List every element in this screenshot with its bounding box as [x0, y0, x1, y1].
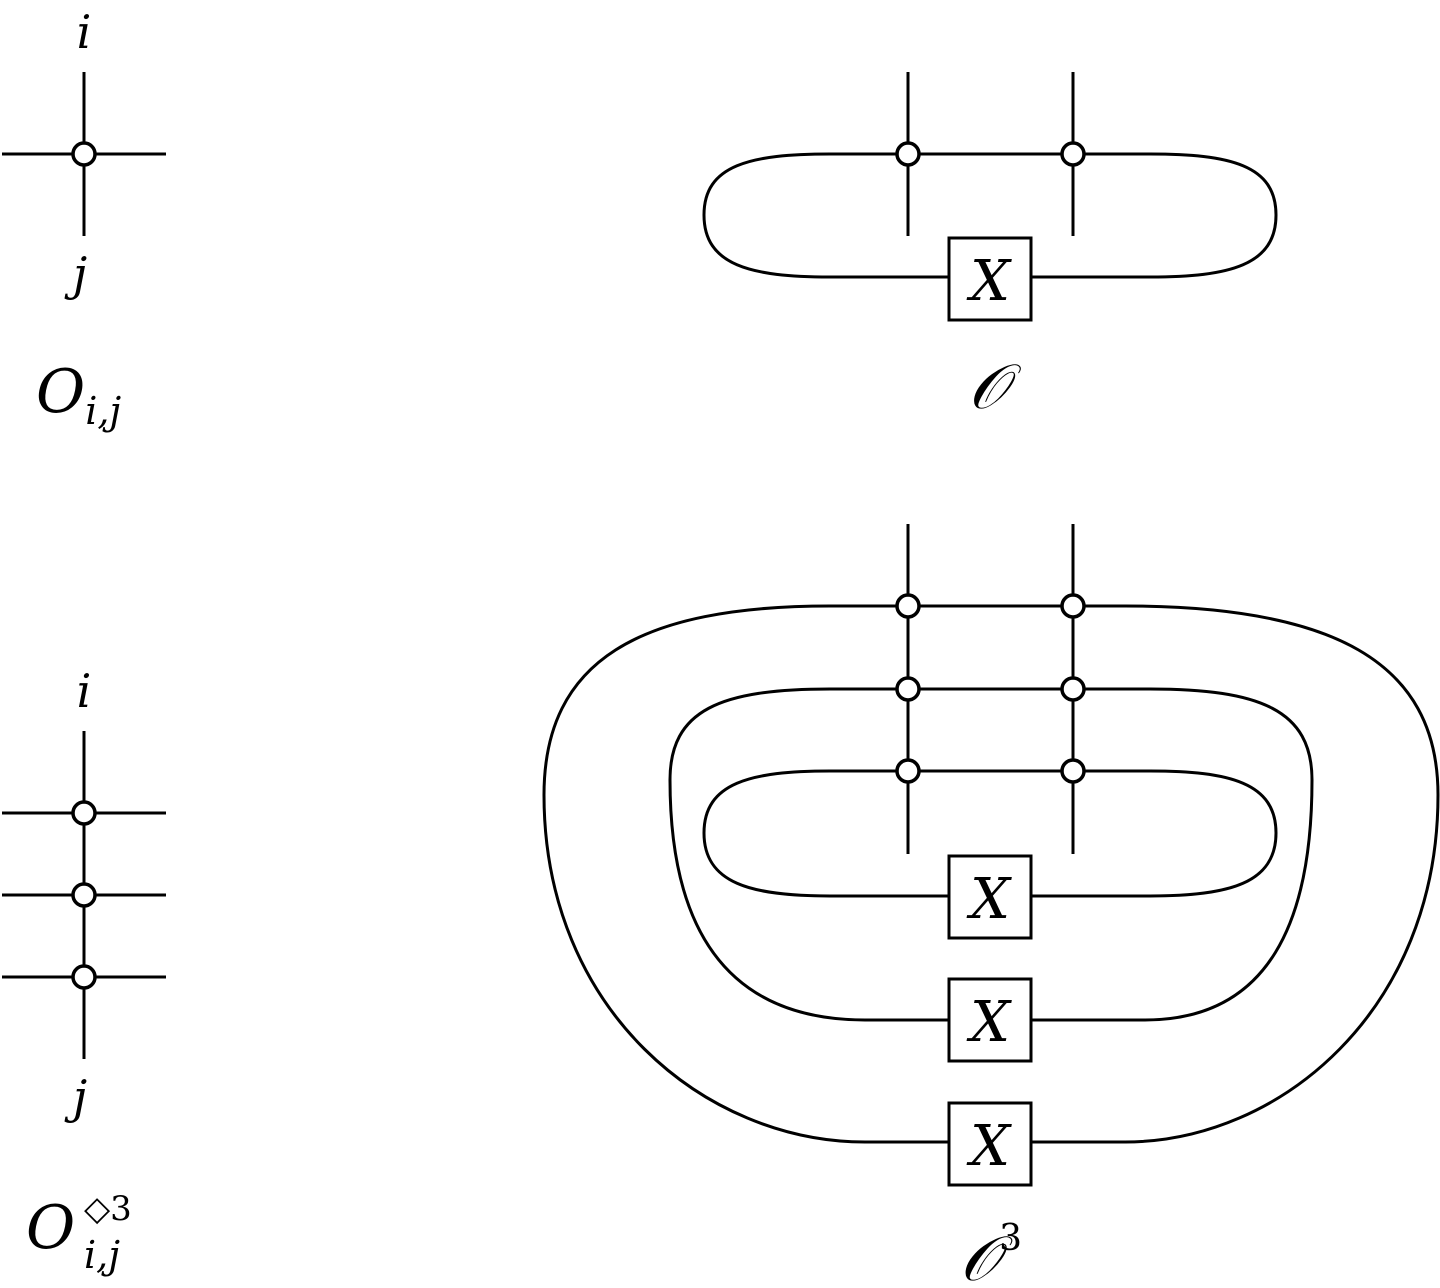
single-trace-node-left [895, 141, 921, 167]
stacked-trace-node-right-3 [1060, 758, 1086, 784]
single-tensor-node [71, 141, 97, 167]
single-trace-caption: 𝒪 [968, 350, 1021, 423]
stacked-tensor-caption-superscript: ◇3 [84, 1189, 132, 1229]
stacked-tensor-node-1 [71, 800, 97, 826]
stacked-trace-x-label-1: X [966, 867, 1012, 932]
stacked-trace-caption-superscript: 3 [999, 1218, 1022, 1259]
single-tensor-bottom-index: j [64, 247, 87, 301]
stacked-tensor-caption-symbol: O [26, 1193, 75, 1263]
stacked-trace-node-left-3 [895, 758, 921, 784]
single-trace-x-box [947, 236, 1033, 322]
single-trace-loop [702, 152, 1278, 279]
stacked-trace-node-left-2 [895, 676, 921, 702]
stacked-trace-loop-middle [668, 687, 1314, 1022]
stacked-trace-caption: 𝒪3 [960, 1218, 1022, 1288]
stacked-trace-panel: X X X 𝒪3 [542, 524, 1440, 1288]
stacked-tensor-node-3 [71, 964, 97, 990]
stacked-trace-loop-inner [702, 769, 1278, 898]
stacked-tensor-node-2 [71, 882, 97, 908]
stacked-trace-x-label-3: X [966, 1114, 1012, 1179]
stacked-trace-x-box-3 [947, 1101, 1033, 1187]
single-tensor-caption-symbol: O [36, 357, 85, 427]
single-trace-x-label: X [966, 249, 1012, 314]
single-tensor-panel: i j Oi,j [2, 5, 166, 433]
single-tensor-top-index: i [77, 5, 92, 59]
stacked-tensor-panel: i j O ◇3 i,j [2, 664, 166, 1277]
single-tensor-caption-subscript: i,j [85, 389, 121, 433]
single-trace-panel: X 𝒪 [702, 72, 1278, 423]
stacked-trace-node-right-1 [1060, 593, 1086, 619]
single-tensor-caption: Oi,j [36, 357, 121, 433]
stacked-tensor-caption-subscript: i,j [84, 1233, 120, 1277]
stacked-tensor-top-index: i [77, 664, 92, 718]
stacked-trace-x-label-2: X [966, 990, 1012, 1055]
single-trace-node-right [1060, 141, 1086, 167]
stacked-trace-loop-outer [542, 604, 1440, 1144]
stacked-trace-node-right-2 [1060, 676, 1086, 702]
stacked-trace-x-box-1 [947, 854, 1033, 940]
stacked-tensor-bottom-index: j [64, 1070, 87, 1124]
stacked-trace-node-left-1 [895, 593, 921, 619]
stacked-trace-x-box-2 [947, 977, 1033, 1063]
